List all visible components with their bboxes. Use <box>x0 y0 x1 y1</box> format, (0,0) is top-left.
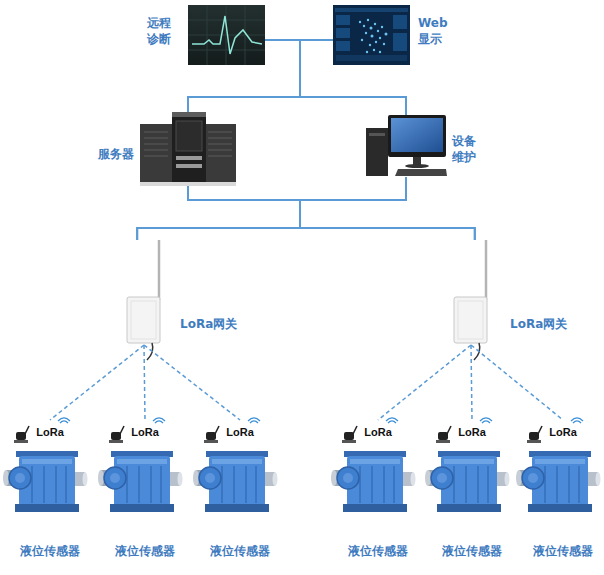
lora-logo-wrap: LoRa <box>226 426 254 439</box>
maintenance-pc-illustration <box>366 115 447 176</box>
server-node: 服务器 <box>140 112 236 186</box>
node-label: 服务器 <box>98 146 134 162</box>
lora-gateway-node: LoRa网关 <box>452 240 490 345</box>
node-label: 液位传感器 <box>210 543 270 559</box>
lora-logo-wrap: LoRa <box>549 426 577 439</box>
lora-logo-wrap: LoRa <box>458 426 486 439</box>
network-line <box>188 40 333 112</box>
node-label: LoRa网关 <box>510 316 567 332</box>
wireless-link <box>378 345 471 420</box>
gearbox-sensor-illustration <box>3 418 601 512</box>
node-label: 液位传感器 <box>533 543 593 559</box>
network-line <box>265 40 406 115</box>
lora-gateway-illustration <box>127 240 487 360</box>
node-label: 液位传感器 <box>442 543 502 559</box>
wireless-link <box>471 345 563 420</box>
network-line <box>188 40 300 112</box>
network-line <box>300 177 475 240</box>
remote-diagnosis-illustration <box>188 5 265 65</box>
network-line <box>300 40 406 115</box>
wireless-link <box>471 345 472 420</box>
server-illustration <box>140 112 236 186</box>
remote-diagnosis-node: 远程 诊断 <box>188 5 265 65</box>
node-label: Web 显示 <box>418 15 452 47</box>
lora-logo-text: LoRa <box>131 426 159 439</box>
network-line <box>137 186 300 240</box>
lora-logo-wrap: LoRa <box>364 426 392 439</box>
wireless-link <box>144 345 240 420</box>
lora-gateway-node: LoRa网关 <box>125 240 163 345</box>
node-label: 液位传感器 <box>348 543 408 559</box>
lora-logo-wrap: LoRa <box>36 426 64 439</box>
lora-logo-text: LoRa <box>549 426 577 439</box>
lora-logo-text: LoRa <box>36 426 64 439</box>
node-label: 设备 维护 <box>452 133 486 165</box>
node-label: 液位传感器 <box>115 543 175 559</box>
network-line <box>188 186 475 240</box>
network-line <box>137 177 406 240</box>
node-label: 远程 诊断 <box>147 15 181 47</box>
lora-logo-wrap: LoRa <box>131 426 159 439</box>
lora-logo-text: LoRa <box>458 426 486 439</box>
web-display-node: Web 显示 <box>333 5 410 65</box>
node-label: LoRa网关 <box>180 316 237 332</box>
lora-logo-text: LoRa <box>364 426 392 439</box>
lora-logo-text: LoRa <box>226 426 254 439</box>
wireless-link <box>144 345 145 420</box>
wireless-link <box>50 345 144 420</box>
node-label: 液位传感器 <box>20 543 80 559</box>
maintenance-pc-node: 设备 维护 <box>365 115 447 177</box>
web-display-illustration <box>333 5 410 65</box>
